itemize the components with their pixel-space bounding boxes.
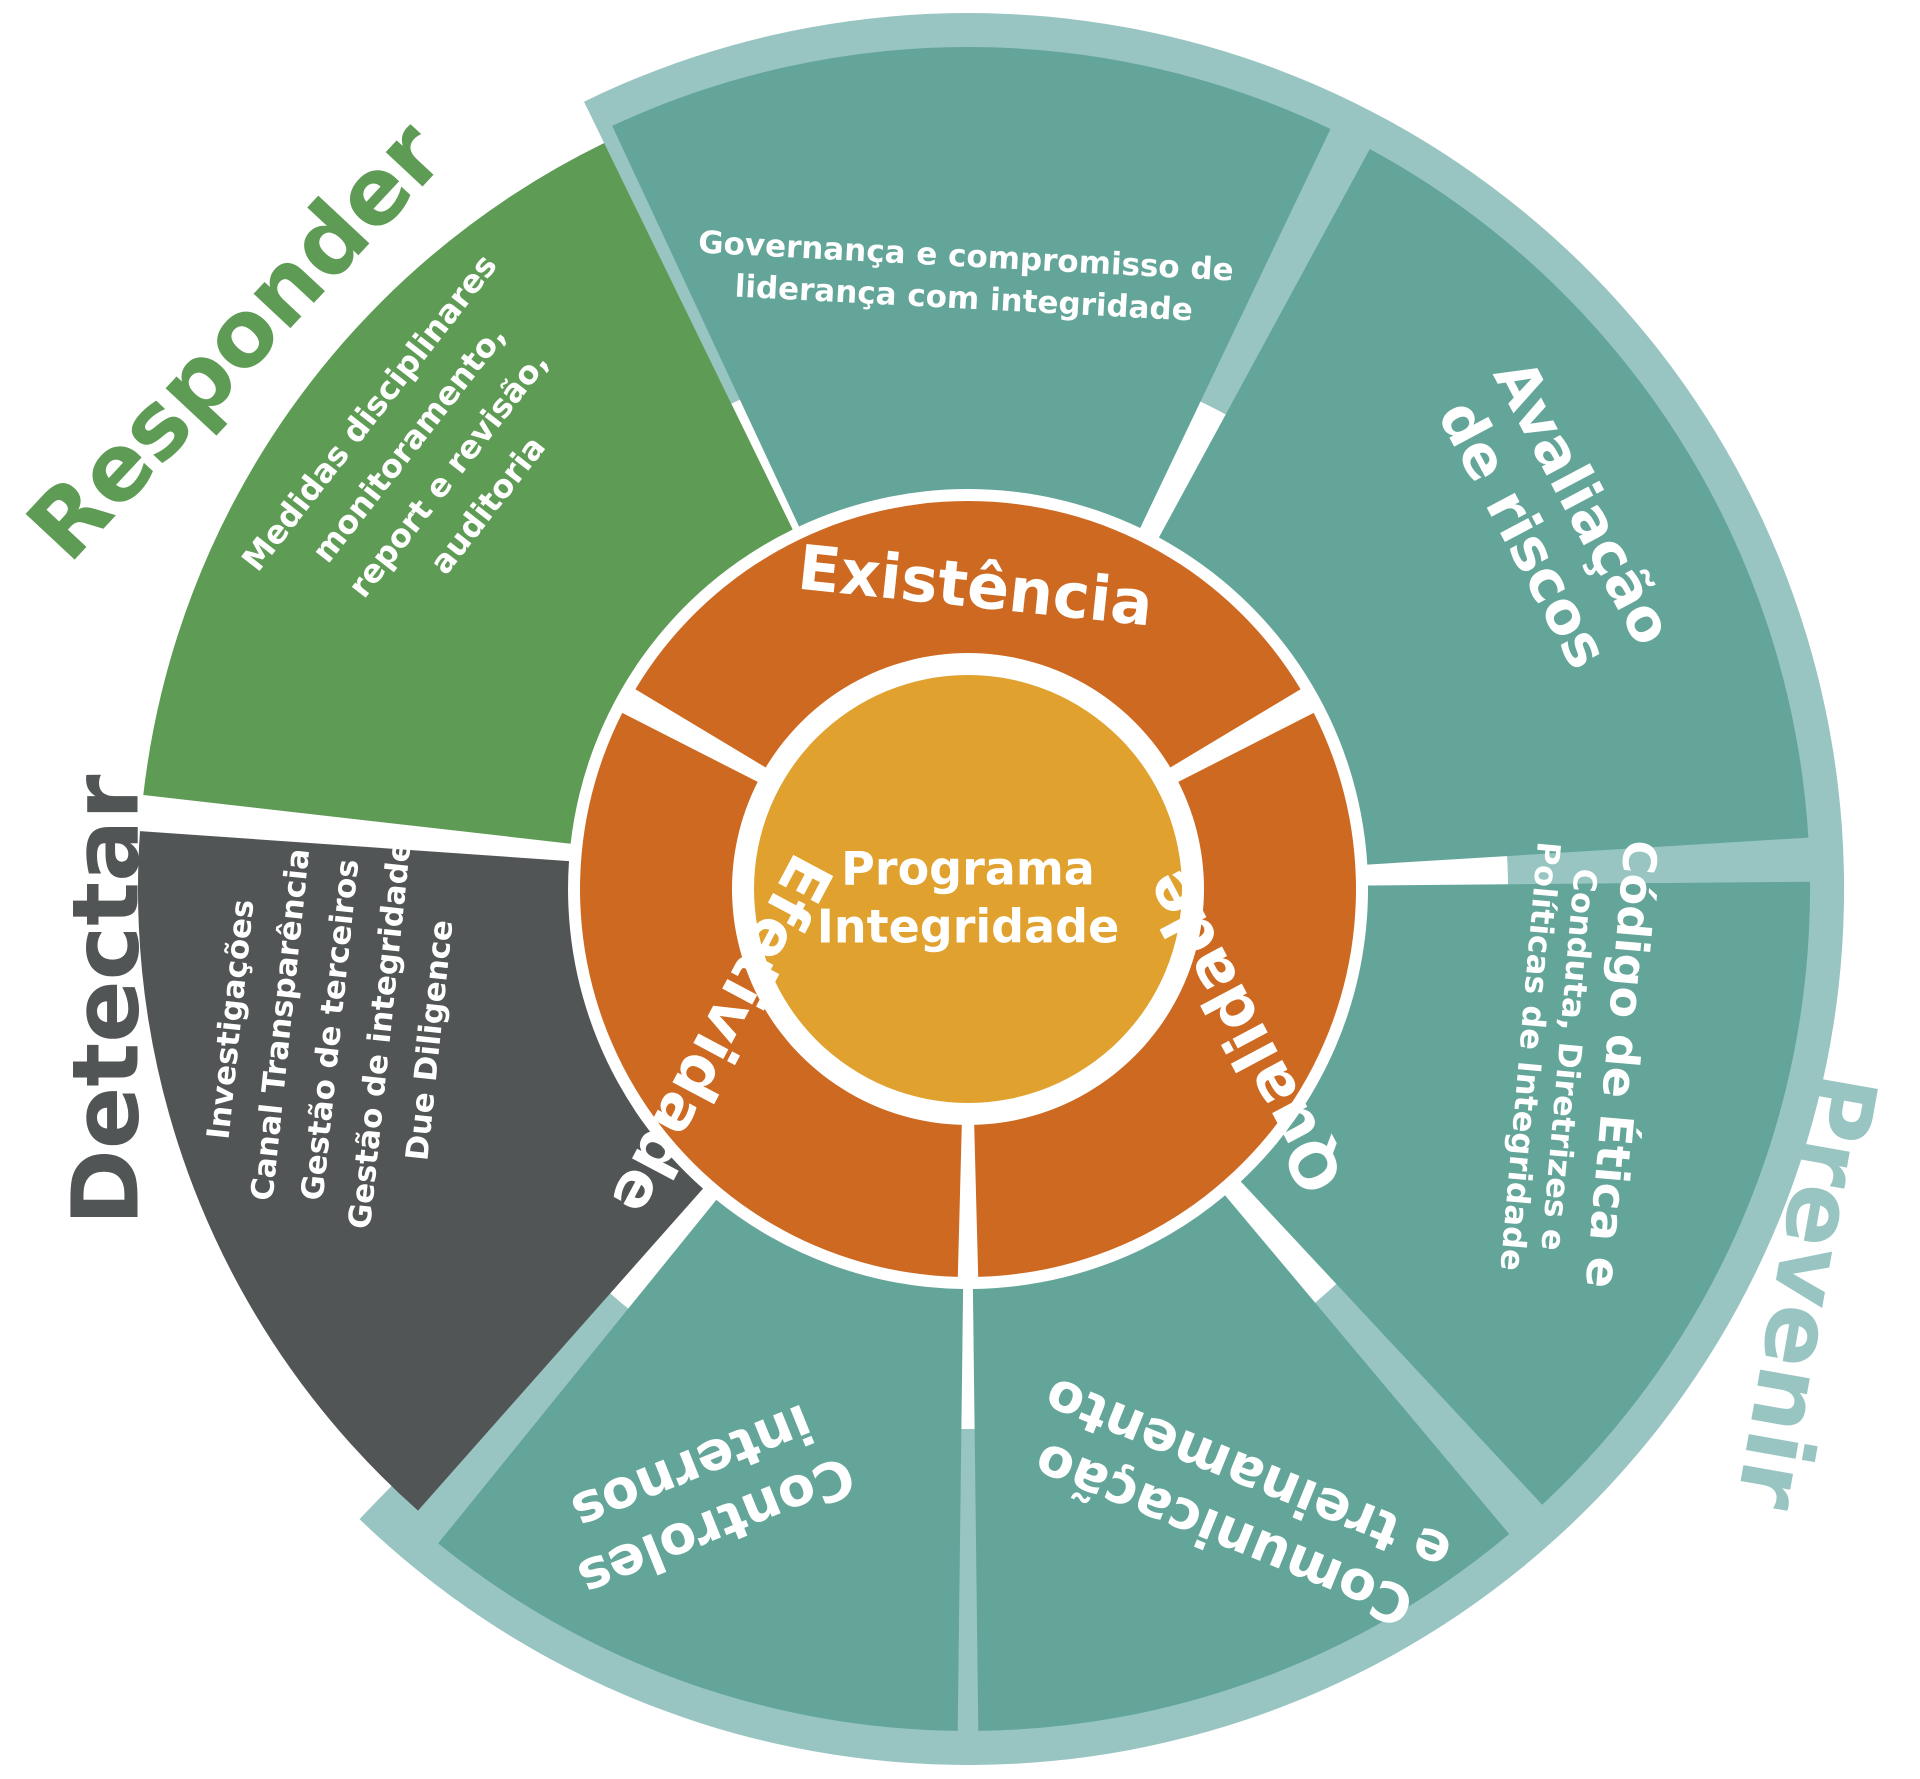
- segment-existencia: [635, 501, 1301, 768]
- center-circle: [754, 675, 1182, 1103]
- segment-detectar: [137, 831, 704, 1511]
- segment-controles-internos: [438, 1199, 964, 1731]
- segment-responder: [143, 143, 793, 844]
- segment-codigo-etica: [1240, 881, 1811, 1505]
- segment-efetividade: [580, 712, 962, 1277]
- category-label-detectar: Detectar: [52, 774, 159, 1226]
- center-title-line2: Integridade: [817, 900, 1120, 954]
- center-title-line1: Programa: [841, 842, 1095, 896]
- segment-avaliacao-riscos: [1158, 149, 1809, 865]
- segment-qualidade: [974, 712, 1356, 1277]
- segment-governanca: [612, 47, 1331, 529]
- segment-comunicacao-treinamento: [972, 1195, 1510, 1731]
